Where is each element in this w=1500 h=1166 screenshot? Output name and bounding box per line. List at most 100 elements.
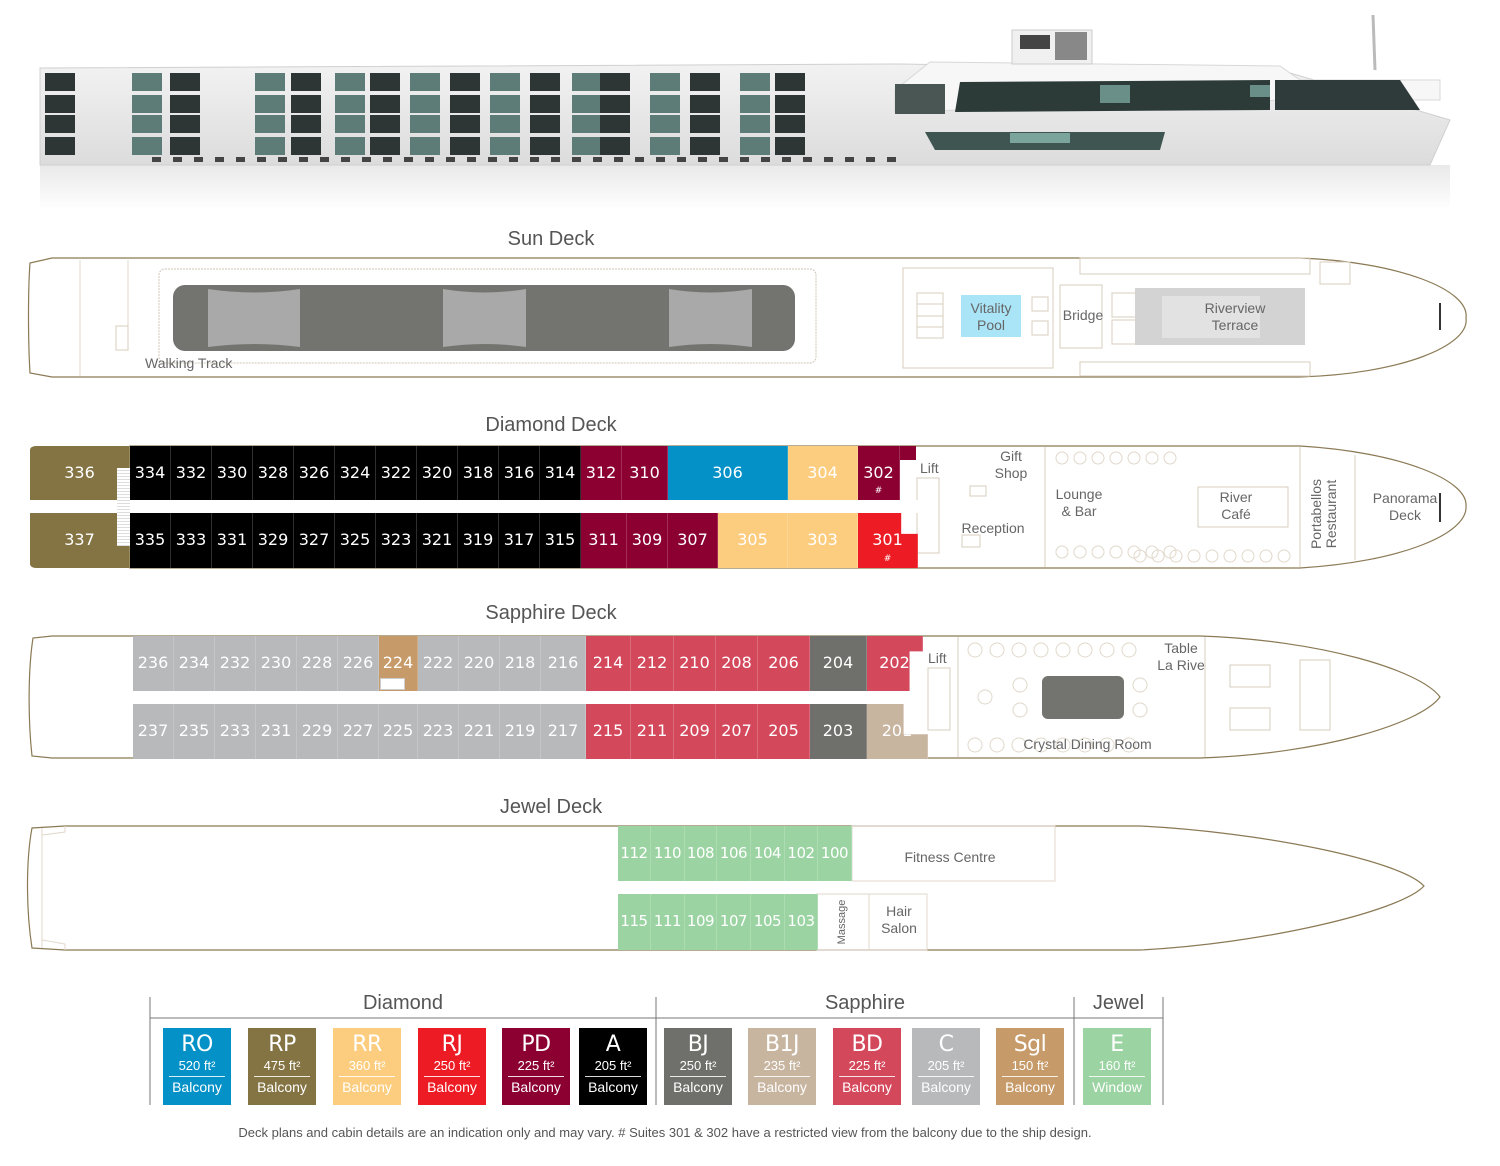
cabin-210[interactable]: 210 bbox=[674, 636, 716, 691]
cabin-115[interactable]: 115 bbox=[618, 894, 651, 950]
cabin-102[interactable]: 102 bbox=[785, 826, 818, 881]
cabin-104[interactable]: 104 bbox=[751, 826, 785, 881]
cabin-303[interactable]: 303 bbox=[788, 513, 858, 568]
cabin-311[interactable]: 311 bbox=[581, 513, 627, 568]
cabin-212[interactable]: 212 bbox=[631, 636, 674, 691]
vitality-pool-label-line1: Vitality bbox=[970, 300, 1012, 316]
cabin-number: 112 bbox=[620, 843, 648, 862]
cabin-237[interactable]: 237 bbox=[133, 704, 174, 759]
cabin-202[interactable]: 202 bbox=[867, 636, 923, 691]
cabin-304[interactable]: 304 bbox=[788, 446, 858, 500]
cabin-216[interactable]: 216 bbox=[541, 636, 586, 691]
cabin-312[interactable]: 312 bbox=[581, 446, 622, 500]
cabin-107[interactable]: 107 bbox=[717, 894, 751, 950]
cabin-225[interactable]: 225 bbox=[379, 704, 418, 759]
cabin-207[interactable]: 207 bbox=[716, 704, 758, 759]
cabin-235[interactable]: 235 bbox=[174, 704, 215, 759]
cabin-108[interactable]: 108 bbox=[685, 826, 717, 881]
cabin-334[interactable]: 334 bbox=[130, 446, 171, 500]
cabin-234[interactable]: 234 bbox=[174, 636, 215, 691]
cabin-327[interactable]: 327 bbox=[294, 513, 335, 568]
cabin-331[interactable]: 331 bbox=[212, 513, 253, 568]
cabin-236[interactable]: 236 bbox=[133, 636, 174, 691]
cabin-106[interactable]: 106 bbox=[717, 826, 751, 881]
cabin-332[interactable]: 332 bbox=[171, 446, 212, 500]
cabin-number: 320 bbox=[421, 462, 453, 482]
cabin-215[interactable]: 215 bbox=[586, 704, 631, 759]
cabin-222[interactable]: 222 bbox=[418, 636, 459, 691]
cabin-315[interactable]: 315 bbox=[540, 513, 581, 568]
portabellos-restaurant-label: Portabellos Restaurant bbox=[1308, 469, 1341, 559]
cabin-337[interactable]: 337 bbox=[30, 513, 130, 568]
cabin-number: 108 bbox=[686, 843, 715, 862]
cabin-307[interactable]: 307 bbox=[668, 513, 718, 568]
cabin-105[interactable]: 105 bbox=[751, 894, 785, 950]
cabin-110[interactable]: 110 bbox=[651, 826, 685, 881]
cabin-220[interactable]: 220 bbox=[459, 636, 500, 691]
cabin-112[interactable]: 112 bbox=[618, 826, 651, 881]
cabin-310[interactable]: 310 bbox=[622, 446, 668, 500]
cabin-111[interactable]: 111 bbox=[651, 894, 685, 950]
cabin-205[interactable]: 205 bbox=[758, 704, 810, 759]
cabin-211[interactable]: 211 bbox=[631, 704, 674, 759]
cabin-301[interactable]: 301# bbox=[858, 513, 918, 568]
cabin-324[interactable]: 324 bbox=[335, 446, 376, 500]
cabin-number: 307 bbox=[677, 530, 708, 549]
cabin-321[interactable]: 321 bbox=[417, 513, 458, 568]
cabin-231[interactable]: 231 bbox=[256, 704, 297, 759]
jewel-deck-title: Jewel Deck bbox=[499, 796, 603, 818]
cabin-329[interactable]: 329 bbox=[253, 513, 294, 568]
furniture-table bbox=[1127, 451, 1141, 465]
cabin-336[interactable]: 336 bbox=[30, 446, 130, 500]
cabin-330[interactable]: 330 bbox=[212, 446, 253, 500]
ship-window bbox=[132, 95, 162, 113]
cabin-204[interactable]: 204 bbox=[810, 636, 867, 691]
cabin-233[interactable]: 233 bbox=[215, 704, 256, 759]
ship-window bbox=[600, 115, 630, 133]
portabellos-line1: Portabellos bbox=[1308, 478, 1324, 550]
cabin-208[interactable]: 208 bbox=[716, 636, 758, 691]
cabin-309[interactable]: 309 bbox=[627, 513, 668, 568]
cabin-number: 236 bbox=[137, 653, 169, 672]
cabin-306[interactable]: 306 bbox=[668, 446, 788, 500]
cabin-333[interactable]: 333 bbox=[171, 513, 212, 568]
cabin-317[interactable]: 317 bbox=[499, 513, 540, 568]
panorama-line1: Panorama bbox=[1372, 490, 1438, 506]
cabin-228[interactable]: 228 bbox=[297, 636, 338, 691]
cabin-314[interactable]: 314 bbox=[540, 446, 581, 500]
cabin-218[interactable]: 218 bbox=[500, 636, 541, 691]
cabin-305[interactable]: 305 bbox=[718, 513, 788, 568]
cabin-318[interactable]: 318 bbox=[458, 446, 499, 500]
cabin-316[interactable]: 316 bbox=[499, 446, 540, 500]
cabin-326[interactable]: 326 bbox=[294, 446, 335, 500]
cabin-203[interactable]: 203 bbox=[810, 704, 867, 759]
cabin-335[interactable]: 335 bbox=[130, 513, 171, 568]
cabin-109[interactable]: 109 bbox=[685, 894, 717, 950]
cabin-323[interactable]: 323 bbox=[376, 513, 417, 568]
cabin-209[interactable]: 209 bbox=[674, 704, 716, 759]
cabin-217[interactable]: 217 bbox=[541, 704, 586, 759]
cabin-103[interactable]: 103 bbox=[785, 894, 818, 950]
cabin-201[interactable]: 201 bbox=[867, 704, 928, 759]
cabin-100[interactable]: 100 bbox=[818, 826, 852, 881]
cabin-227[interactable]: 227 bbox=[338, 704, 379, 759]
cabin-319[interactable]: 319 bbox=[458, 513, 499, 568]
ship-window bbox=[650, 95, 680, 113]
cabin-230[interactable]: 230 bbox=[256, 636, 297, 691]
cabin-320[interactable]: 320 bbox=[417, 446, 458, 500]
cabin-229[interactable]: 229 bbox=[297, 704, 338, 759]
cabin-325[interactable]: 325 bbox=[335, 513, 376, 568]
legend-code: B1J bbox=[764, 1032, 800, 1057]
cabin-214[interactable]: 214 bbox=[586, 636, 631, 691]
cabin-223[interactable]: 223 bbox=[418, 704, 459, 759]
cabin-322[interactable]: 322 bbox=[376, 446, 417, 500]
cabin-328[interactable]: 328 bbox=[253, 446, 294, 500]
cabin-232[interactable]: 232 bbox=[215, 636, 256, 691]
cabin-206[interactable]: 206 bbox=[758, 636, 810, 691]
cabin-226[interactable]: 226 bbox=[338, 636, 379, 691]
cabin-219[interactable]: 219 bbox=[500, 704, 541, 759]
cabin-302[interactable]: 302# bbox=[858, 446, 900, 500]
cabin-221[interactable]: 221 bbox=[459, 704, 500, 759]
